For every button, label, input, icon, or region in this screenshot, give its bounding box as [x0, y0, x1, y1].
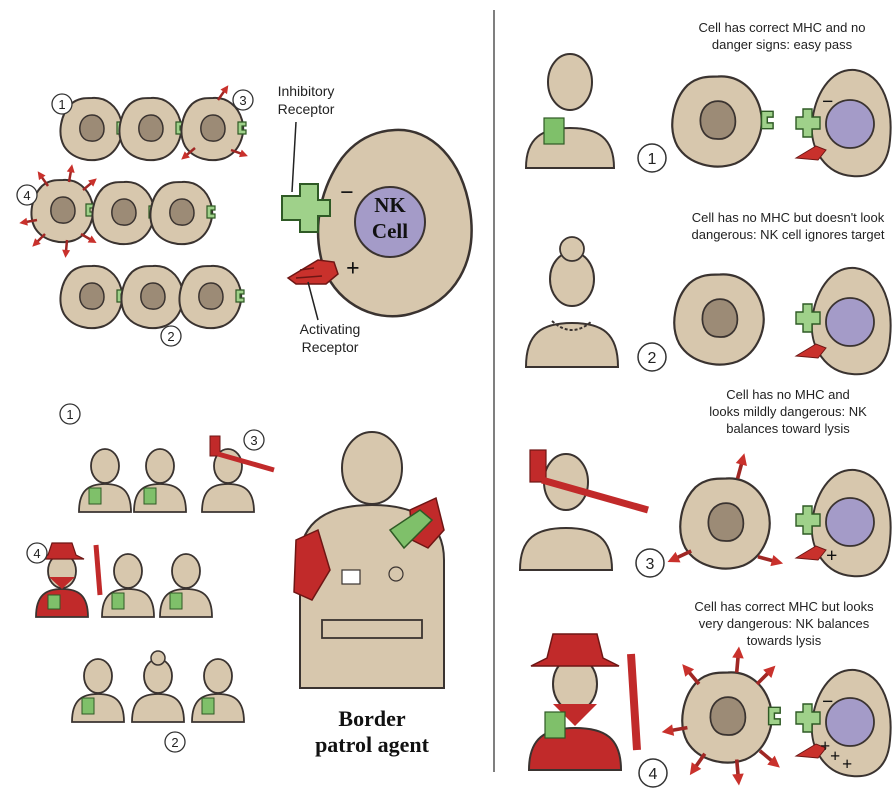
inhibitory-label-2: Receptor [278, 101, 335, 117]
scenario-4-target-cell [661, 646, 784, 786]
people-marker-2: 2 [165, 732, 185, 752]
scenario-4-plus-2: + [830, 746, 840, 766]
nk-label-1: NK [374, 193, 406, 217]
scenario-2-nk-cell [796, 268, 891, 374]
cell-4 [19, 164, 100, 259]
scenario-2-caption-2: dangerous: NK cell ignores target [692, 227, 885, 242]
activating-label-1: Activating [300, 321, 361, 337]
scenario-1-number: 1 [638, 144, 666, 172]
person-1a [79, 449, 131, 512]
svg-text:3: 3 [239, 93, 246, 108]
person-4c [160, 554, 212, 617]
scenario-1-person [526, 54, 614, 168]
svg-text:1: 1 [58, 97, 65, 112]
svg-text:3: 3 [646, 556, 655, 573]
cell-4b [92, 182, 157, 244]
scenario-4: Cell has correct MHC but looks very dang… [529, 599, 891, 787]
border-patrol-agent: Border patrol agent [294, 432, 444, 757]
person-2c [192, 659, 244, 722]
scenario-2-person [526, 237, 618, 367]
scenario-3-nk-cell: + [796, 470, 891, 576]
scenario-3-person [520, 450, 648, 570]
scenario-4-caption-2: very dangerous: NK balances [699, 616, 870, 631]
nk-cell-large: NK Cell − + Inhibitory Receptor Activati… [278, 83, 472, 355]
agent-caption-1: Border [338, 706, 405, 731]
scenario-1-target-cell [672, 76, 773, 166]
people-crowd: 1 3 4 2 [27, 404, 274, 752]
scenario-4-caption-3: towards lysis [747, 633, 822, 648]
scenario-3-caption-3: balances toward lysis [726, 421, 850, 436]
scenario-1-sign: − [822, 91, 833, 113]
scenario-4-plus-3: + [842, 754, 852, 774]
cell-1b [119, 98, 184, 160]
scenario-1-nk-cell: − [796, 70, 891, 176]
cell-2b [121, 266, 183, 328]
svg-text:4: 4 [23, 188, 30, 203]
cell-2c [179, 266, 244, 328]
minus-sign: − [340, 180, 354, 206]
scenario-2: Cell has no MHC but doesn't look dangero… [526, 210, 891, 374]
scenario-3-number: 3 [636, 549, 664, 577]
scenario-1-caption-2: danger signs: easy pass [712, 37, 853, 52]
activating-receptor [288, 260, 338, 284]
people-marker-3: 3 [244, 430, 264, 450]
svg-text:1: 1 [66, 407, 73, 422]
scenario-1-caption-1: Cell has correct MHC and no [699, 20, 866, 35]
scenario-3-target-cell [665, 452, 785, 569]
scenario-3: Cell has no MHC and looks mildly dangero… [520, 387, 891, 577]
scenario-4-number: 4 [639, 759, 667, 787]
person-2a [72, 659, 124, 722]
svg-text:3: 3 [250, 433, 257, 448]
svg-text:4: 4 [33, 546, 40, 561]
scenario-2-caption-1: Cell has no MHC but doesn't look [692, 210, 885, 225]
cell-4c [150, 182, 215, 244]
scenario-3-caption-1: Cell has no MHC and [726, 387, 850, 402]
person-1b [134, 449, 186, 512]
cell-marker-1: 1 [52, 94, 72, 114]
scenario-3-sign: + [826, 545, 837, 567]
scenario-3-caption-2: looks mildly dangerous: NK [709, 404, 867, 419]
person-2-grandma [132, 651, 184, 722]
scenario-2-target-cell [674, 274, 763, 364]
scenario-2-number: 2 [638, 343, 666, 371]
nk-label-2: Cell [372, 219, 408, 243]
person-3-axe [202, 436, 274, 512]
people-marker-4: 4 [27, 543, 47, 563]
svg-text:2: 2 [171, 735, 178, 750]
person-4b [102, 554, 154, 617]
scenario-4-caption-1: Cell has correct MHC but looks [694, 599, 874, 614]
svg-text:2: 2 [648, 350, 657, 367]
agent-caption-2: patrol agent [315, 732, 430, 757]
scenario-4-nk-cell: − + + + [796, 670, 891, 776]
svg-text:1: 1 [648, 151, 657, 168]
cell-marker-3: 3 [233, 90, 253, 110]
inhibitory-label-1: Inhibitory [278, 83, 335, 99]
scenario-1: Cell has correct MHC and no danger signs… [526, 20, 891, 176]
svg-text:4: 4 [649, 766, 658, 783]
plus-sign: + [346, 256, 360, 282]
cell-marker-4: 4 [17, 185, 37, 205]
svg-text:2: 2 [167, 329, 174, 344]
cell-marker-2: 2 [161, 326, 181, 346]
cell-population: 1 3 4 2 [17, 83, 253, 346]
scenario-4-sign: − [822, 691, 833, 713]
people-marker-1: 1 [60, 404, 80, 424]
activating-label-2: Receptor [302, 339, 359, 355]
scenario-4-plus-1: + [820, 736, 830, 756]
scenario-4-bandit [529, 634, 637, 770]
cell-2a [60, 266, 125, 328]
